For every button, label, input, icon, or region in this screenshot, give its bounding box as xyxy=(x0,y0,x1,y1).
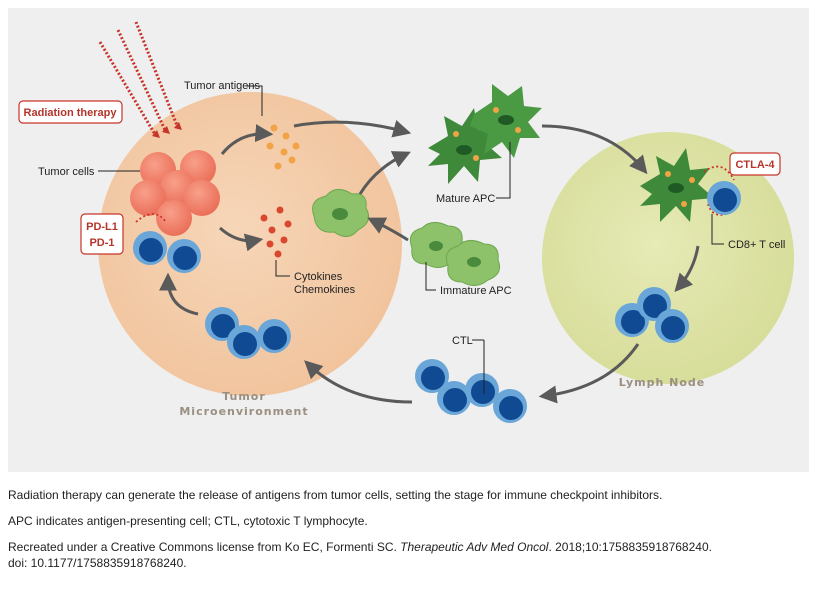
arrow-lymph-to-ctl xyxy=(538,343,640,404)
mature-apc-label: Mature APC xyxy=(436,193,495,205)
citation-suffix: . 2018;10:1758835918768240. xyxy=(548,540,712,554)
arrow-tcells-to-tumor xyxy=(159,272,199,316)
ctla-4-badge: CTLA-4 xyxy=(729,152,781,176)
cytokines-label: Cytokines xyxy=(294,271,343,283)
arrow-apc-to-mature xyxy=(358,151,411,195)
pd-interaction-dots xyxy=(135,213,167,223)
pd-l1-label: PD-L1 xyxy=(86,221,118,233)
arrow-cells-to-cytokines xyxy=(219,226,264,252)
citation-doi: doi: 10.1177/1758835918768240. xyxy=(8,556,187,570)
arrow-tcell-activation xyxy=(674,245,700,293)
arrow-cells-to-antigens xyxy=(220,124,274,155)
caption-line-2: APC indicates antigen-presenting cell; C… xyxy=(8,514,368,528)
t-cells-in-lymph-node xyxy=(615,287,689,343)
chemokines-label: Chemokines xyxy=(294,284,356,296)
immature-apc-label: Immature APC xyxy=(440,285,512,297)
t-cells-migrating xyxy=(205,307,291,359)
immature-apc-cells xyxy=(409,222,501,286)
tumor-antigen-dots xyxy=(266,124,300,170)
lymph-node-region-label: Lymph Node xyxy=(619,376,706,389)
pd-1-label: PD-1 xyxy=(89,237,114,249)
apc-in-tumor xyxy=(312,189,370,237)
t-cells-at-tumor xyxy=(133,231,201,273)
tumor-region-label: Tumor xyxy=(222,390,266,403)
caption-line-1: Radiation therapy can generate the relea… xyxy=(8,488,663,502)
radiation-therapy-label: Radiation therapy xyxy=(24,107,118,119)
ctla-4-label: CTLA-4 xyxy=(735,159,775,171)
arrow-antigens-to-apc xyxy=(293,119,412,138)
microenvironment-region-label: Microenvironment xyxy=(179,405,308,418)
cd8-t-cell xyxy=(707,181,741,215)
ctl-label: CTL xyxy=(452,335,473,347)
citation-journal: Therapeutic Adv Med Oncol xyxy=(400,540,549,554)
caption-citation: Recreated under a Creative Commons licen… xyxy=(8,539,806,571)
cytokine-dots xyxy=(260,206,292,258)
mature-apc-cells xyxy=(428,84,542,184)
citation-prefix: Recreated under a Creative Commons licen… xyxy=(8,540,401,554)
arrow-immature-to-tumor xyxy=(367,217,409,242)
immune-cycle-diagram: Radiation therapy Tumor cells Tumor anti… xyxy=(8,8,809,472)
arrow-ctl-to-tumor xyxy=(304,360,413,404)
arrow-apc-to-lymph-node xyxy=(541,124,648,175)
radiation-ray-heads xyxy=(152,122,182,138)
radiation-therapy-badge: Radiation therapy xyxy=(18,100,123,124)
apc-in-lymph-node xyxy=(640,148,714,222)
tumor-cells-cluster xyxy=(130,150,220,236)
ctl-cluster xyxy=(415,359,527,423)
ctla4-interaction-dots xyxy=(703,165,735,181)
tumor-cells-label: Tumor cells xyxy=(38,166,95,178)
tumor-antigens-label: Tumor antigens xyxy=(184,80,261,92)
diagram-panel: Radiation therapy Tumor cells Tumor anti… xyxy=(8,8,809,472)
radiation-rays xyxy=(98,21,180,137)
pd-l1-pd-1-badge: PD-L1 PD-1 xyxy=(80,213,124,255)
cd8-t-cell-label: CD8+ T cell xyxy=(728,239,785,251)
